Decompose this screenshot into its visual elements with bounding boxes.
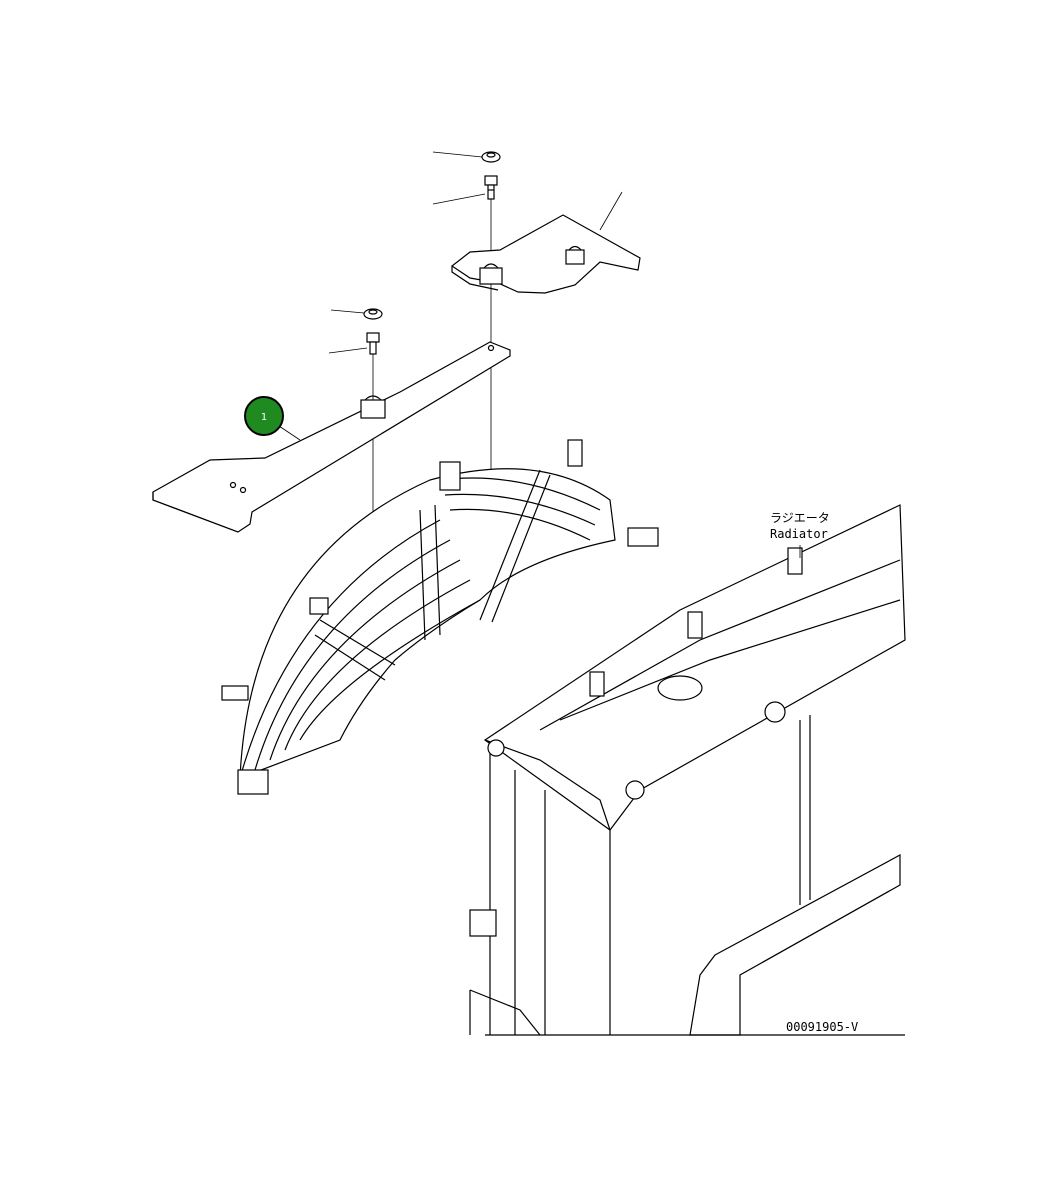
upper-bracket-plate: [450, 214, 641, 294]
fan-shroud: [221, 439, 659, 795]
upper-washer: [481, 151, 501, 163]
callout-badge-circle: [244, 396, 284, 436]
lower-bolt: [366, 332, 380, 355]
lower-bolt-leader: [328, 347, 368, 354]
upper-bracket-leader: [599, 191, 623, 231]
upper-bolt: [484, 175, 498, 200]
drawing-code: 00091905-V: [786, 1020, 858, 1034]
stay-plate-part-1: [152, 341, 511, 533]
lower-washer-leader: [330, 309, 365, 314]
radiator-label-en: Radiator: [770, 527, 828, 541]
radiator: [469, 504, 906, 1036]
callout-badge-1[interactable]: 1: [244, 396, 284, 436]
upper-bolt-leader: [432, 193, 486, 205]
upper-washer-leader: [432, 151, 483, 158]
radiator-label-jp: ラジエータ: [770, 511, 830, 525]
lower-washer: [363, 308, 383, 320]
callout-badge-number: 1: [261, 412, 267, 423]
